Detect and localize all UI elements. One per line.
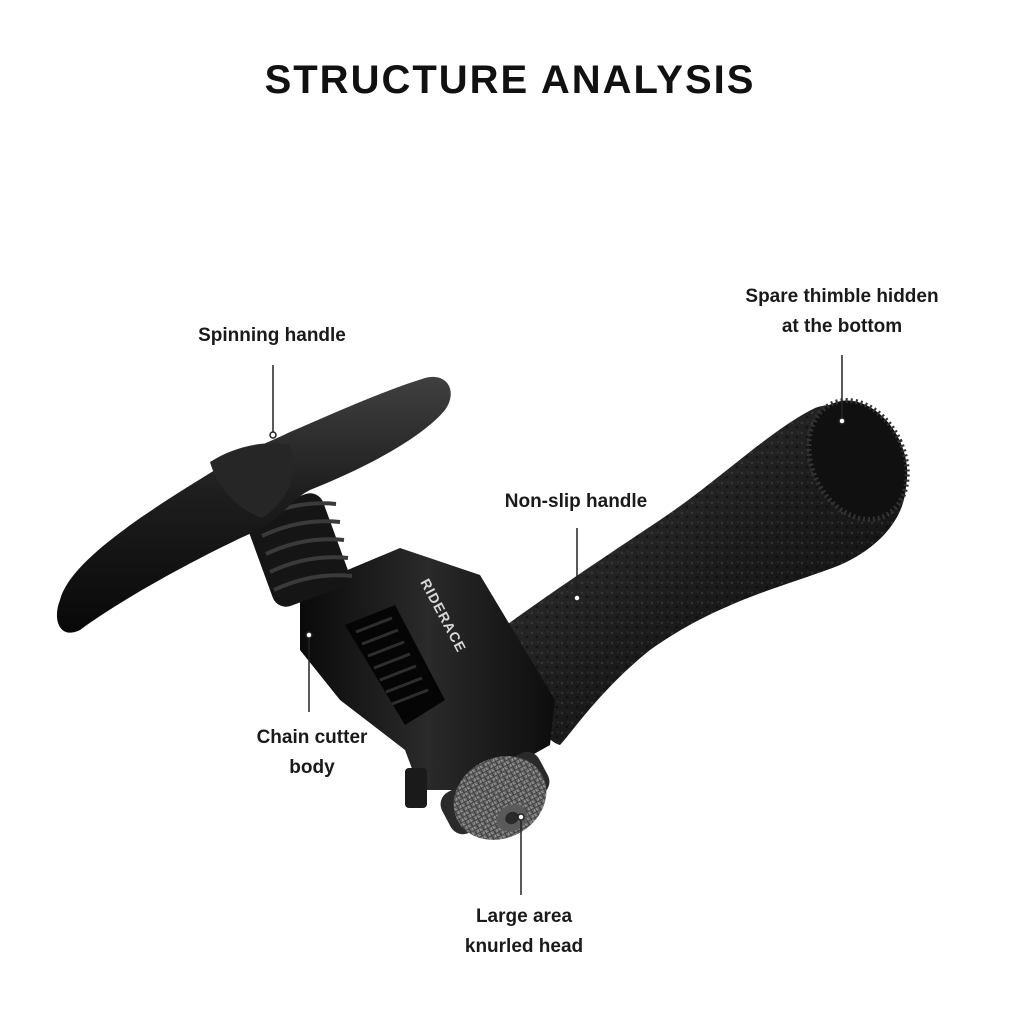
callout-chain-cutter-body: Chain cutter body — [222, 723, 402, 783]
callout-knurled-head-line2: knurled head — [464, 936, 584, 957]
callout-dot-chain-cutter-body — [305, 631, 313, 639]
spinning-handle-part — [56, 376, 451, 633]
callout-chain-cutter-body-line1: Chain cutter — [256, 727, 368, 748]
callout-dot-spinning-handle — [269, 431, 277, 439]
non-slip-handle-part — [500, 398, 910, 745]
callout-knurled-head-line1: Large area — [475, 906, 573, 927]
callout-non-slip-handle-line1: Non-slip handle — [504, 491, 648, 512]
page-title: STRUCTURE ANALYSIS — [264, 58, 756, 102]
callout-lines — [269, 355, 846, 895]
threaded-neck — [247, 493, 353, 607]
callout-chain-cutter-body-line2: body — [289, 757, 335, 778]
callout-spinning-handle-line1: Spinning handle — [198, 325, 346, 346]
callout-knurled-head: Large area knurled head — [434, 902, 614, 962]
knurled-head-part — [405, 751, 550, 840]
callout-spare-thimble-line2: at the bottom — [781, 316, 903, 337]
callout-spare-thimble-line1: Spare thimble hidden — [745, 286, 939, 307]
callout-non-slip-handle: Non-slip handle — [476, 487, 676, 517]
callout-dot-spare-thimble — [838, 417, 846, 425]
chain-cutter-body-part: RIDERACE — [300, 548, 555, 790]
callout-spare-thimble: Spare thimble hidden at the bottom — [712, 282, 972, 342]
callout-dot-non-slip-handle — [573, 594, 581, 602]
callout-dot-knurled-head — [517, 813, 525, 821]
callout-spinning-handle: Spinning handle — [172, 321, 372, 351]
